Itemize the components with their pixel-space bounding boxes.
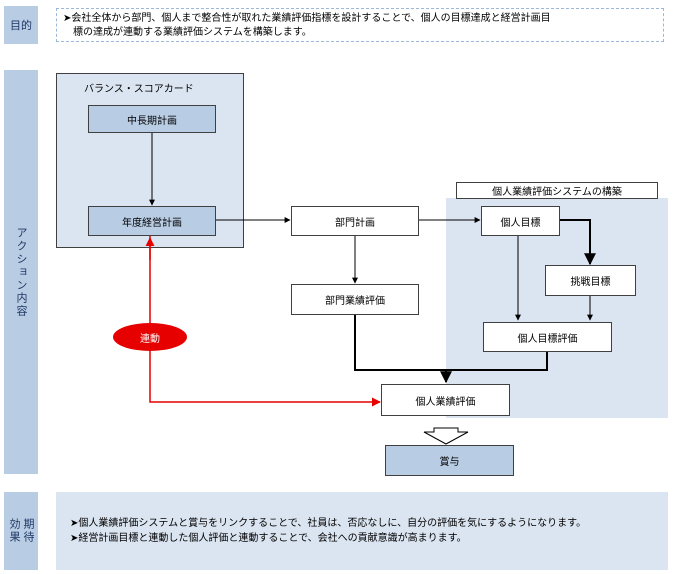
- purpose-text-line1: ➤会社全体から部門、個人まで整合性が取れた業績評価指標を設計することで、個人の目…: [63, 13, 551, 24]
- arrow-personal-goal-to-challenge: [560, 219, 596, 266]
- action-label: アクション内容: [15, 226, 28, 318]
- arrow-goal-eval-to-perf-eval: [446, 352, 548, 371]
- node-personal-perf-eval: 個人業績評価: [381, 384, 510, 416]
- effect-item-2: ➤経営計画目標と連動した個人評価と連動することで、会社への貢献意識が高まります。: [70, 533, 467, 544]
- node-annual-plan: 年度経営計画: [88, 206, 216, 236]
- node-challenge-goal: 挑戦目標: [545, 265, 636, 296]
- node-personal-goal-eval: 個人目標評価: [483, 322, 612, 352]
- balanced-scorecard-title: バランス・スコアカード: [84, 84, 194, 95]
- effect-label: 期待 効果: [7, 518, 35, 544]
- effect-text-box: ➤個人業績評価システムと賞与をリンクすることで、社員は、否応なしに、自分の評価を…: [56, 492, 668, 570]
- hollow-arrow-to-bonus: [423, 427, 469, 445]
- node-personal-goal: 個人目標: [481, 206, 560, 236]
- red-link-line: [149, 236, 381, 407]
- arrow-dept-eval-to-perf-eval: [354, 315, 452, 384]
- effect-label-line2: 効果: [8, 518, 21, 544]
- purpose-label-cell: 目的: [4, 6, 38, 44]
- action-label-cell: アクション内容: [4, 70, 38, 474]
- link-badge: 連動: [113, 323, 187, 351]
- personal-eval-system-title: 個人業績評価システムの構築: [456, 182, 658, 199]
- purpose-text-box: ➤会社全体から部門、個人まで整合性が取れた業績評価指標を設計することで、個人の目…: [56, 8, 664, 42]
- purpose-label: 目的: [10, 19, 32, 32]
- node-midterm-plan: 中長期計画: [88, 105, 216, 133]
- effect-item-1: ➤個人業績評価システムと賞与をリンクすることで、社員は、否応なしに、自分の評価を…: [70, 518, 587, 529]
- effect-label-cell: 期待 効果: [4, 492, 38, 570]
- effect-label-line1: 期待: [22, 518, 35, 544]
- node-dept-eval: 部門業績評価: [291, 284, 419, 315]
- purpose-text-line2: 標の達成が連動する業績評価システムを構築します。: [73, 27, 312, 38]
- node-dept-plan: 部門計画: [291, 206, 419, 236]
- node-bonus: 賞与: [385, 445, 514, 476]
